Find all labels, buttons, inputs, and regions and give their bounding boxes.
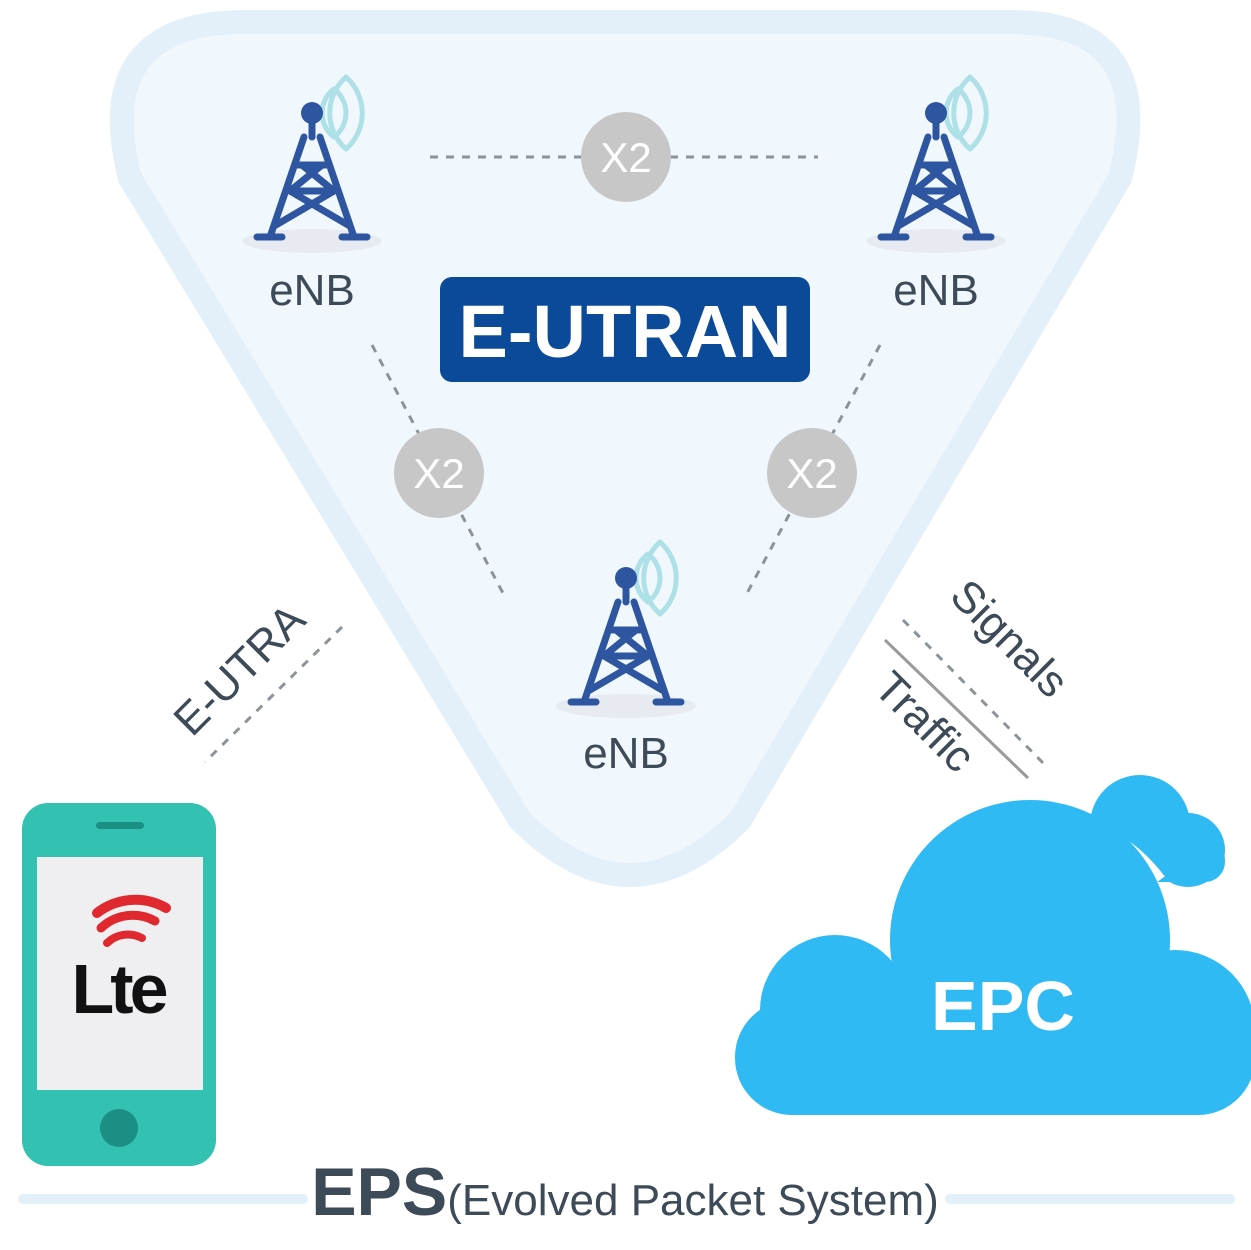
svg-text:X2: X2	[413, 450, 464, 497]
svg-text:Lte: Lte	[72, 950, 167, 1028]
eps-title: EPS(Evolved Packet System)	[311, 1154, 939, 1230]
signals-label: Signals	[941, 570, 1078, 707]
x2-badge-right: X2	[767, 428, 857, 518]
eps-short: EPS	[311, 1154, 447, 1230]
lte-logo-icon: Lte	[72, 894, 171, 1028]
svg-text:E-UTRAN: E-UTRAN	[459, 290, 792, 373]
eps-full: (Evolved Packet System)	[447, 1176, 939, 1225]
eps-line-left	[18, 1194, 308, 1204]
x2-badge-top: X2	[581, 112, 671, 202]
epc-label: EPC	[931, 967, 1075, 1045]
svg-text:X2: X2	[600, 134, 651, 181]
enb-label-left: eNB	[269, 266, 355, 315]
eutra-link	[203, 625, 344, 764]
signals-link	[901, 618, 1047, 767]
cloud-icon: EPC	[735, 775, 1251, 1115]
eutran-badge: E-UTRAN	[440, 277, 810, 382]
eutra-label: E-UTRA	[164, 594, 315, 745]
enb-label-bottom: eNB	[583, 729, 669, 778]
enb-label-right: eNB	[893, 266, 979, 315]
traffic-link	[883, 638, 1030, 780]
smartphone-icon: Lte	[22, 803, 216, 1166]
svg-text:X2: X2	[786, 450, 837, 497]
traffic-label: Traffic	[865, 662, 984, 781]
x2-badge-left: X2	[394, 428, 484, 518]
eps-line-right	[945, 1194, 1235, 1204]
